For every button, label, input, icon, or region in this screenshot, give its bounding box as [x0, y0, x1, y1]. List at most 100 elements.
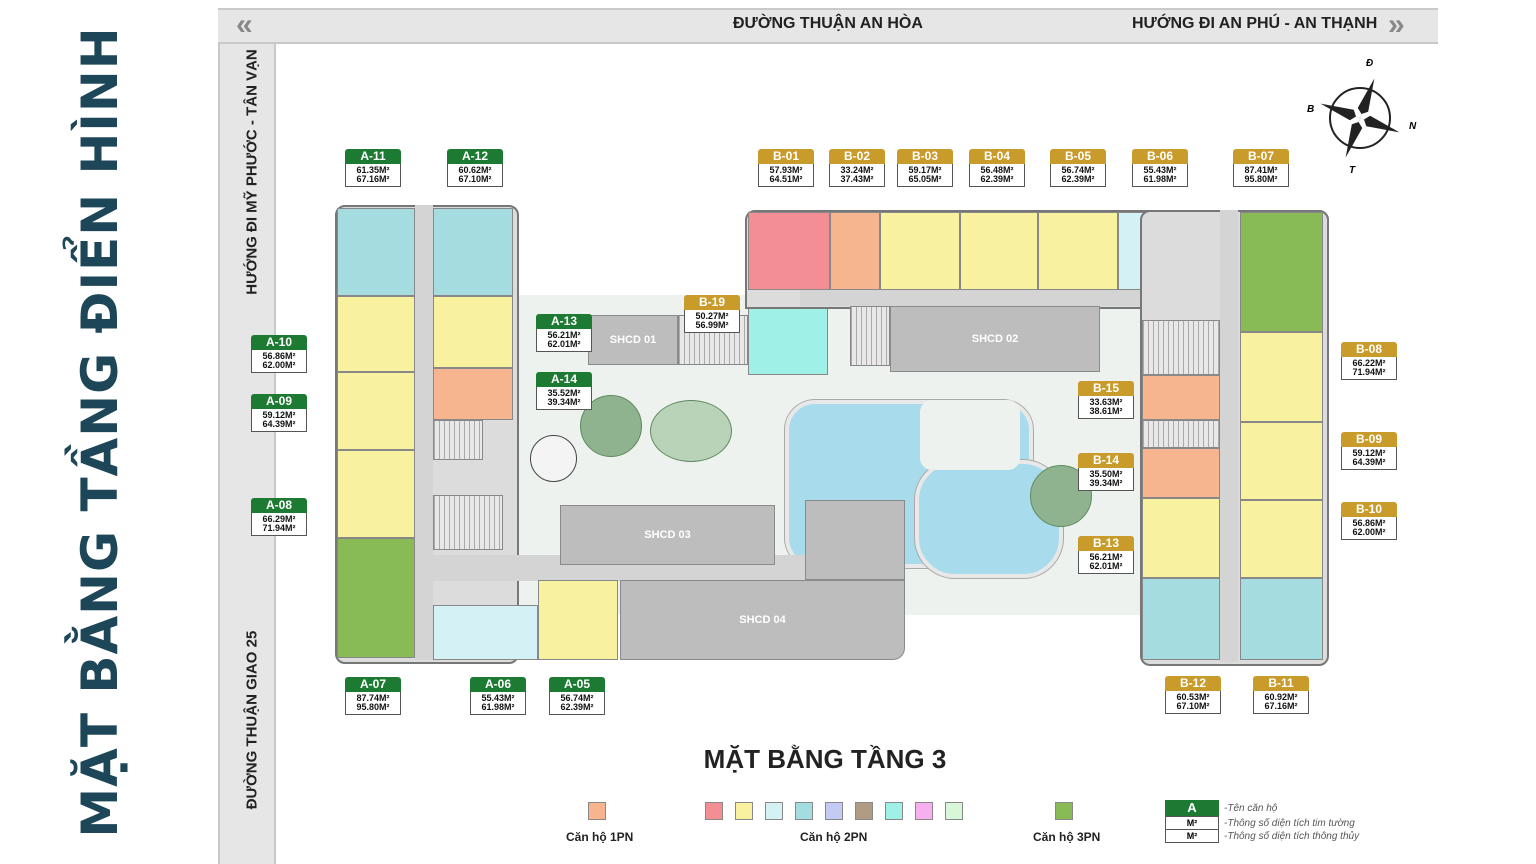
legend-swatch-2pn: [825, 802, 843, 820]
unit-a-07[interactable]: [337, 538, 415, 658]
unit-area-wall: 56.86M²: [262, 351, 296, 361]
left-road: [218, 8, 276, 864]
corridor: [415, 205, 433, 660]
unit-area-net: 37.43M²: [840, 174, 874, 184]
legend-swatch-2pn: [705, 802, 723, 820]
unit-a-14[interactable]: [433, 368, 513, 420]
unit-b-01[interactable]: [748, 212, 830, 290]
unit-b-07[interactable]: [1240, 212, 1323, 332]
unit-area-wall: 57.93M²: [769, 165, 803, 175]
unit-b-10[interactable]: [1240, 500, 1323, 578]
legend-swatch-2pn: [855, 802, 873, 820]
unit-code: B-15: [1078, 381, 1134, 396]
palm-tree-icon: [530, 435, 577, 482]
unit-area-wall: 61.35M²: [356, 165, 390, 175]
unit-code: B-13: [1078, 536, 1134, 551]
unit-area-net: 56.99M²: [695, 320, 729, 330]
legend-key: A M² M²: [1165, 800, 1219, 843]
unit-b-02[interactable]: [830, 212, 880, 290]
staircase: [433, 420, 483, 460]
unit-area-wall: 55.43M²: [1143, 165, 1177, 175]
unit-code: B-08: [1341, 342, 1397, 357]
unit-b-11[interactable]: [1240, 578, 1323, 660]
unit-area-net: 62.39M²: [980, 174, 1014, 184]
unit-b-03[interactable]: [880, 212, 960, 290]
unit-area-net: 38.61M²: [1089, 406, 1123, 416]
unit-b-09[interactable]: [1240, 422, 1323, 500]
legend-key-m1: M²: [1165, 816, 1219, 830]
unit-code: B-05: [1050, 149, 1106, 164]
unit-code: B-06: [1132, 149, 1188, 164]
legend-key-code: A: [1165, 800, 1219, 816]
legend-swatch-2pn: [945, 802, 963, 820]
unit-a-06[interactable]: [433, 605, 538, 660]
unit-b-19[interactable]: [748, 305, 828, 375]
unit-a-05[interactable]: [538, 580, 618, 660]
unit-code: B-09: [1341, 432, 1397, 447]
shcd-04: SHCD 04: [620, 580, 905, 660]
unit-area-net: 95.80M²: [1244, 174, 1278, 184]
unit-area-wall: 50.27M²: [695, 311, 729, 321]
unit-code: A-13: [536, 314, 592, 329]
unit-area-wall: 55.43M²: [481, 693, 515, 703]
road-left-lower-label: ĐƯỜNG THUẬN GIAO 25: [243, 630, 261, 810]
unit-area-net: 67.10M²: [1176, 701, 1210, 711]
unit-code: B-03: [897, 149, 953, 164]
unit-b-04[interactable]: [960, 212, 1038, 290]
unit-area-wall: 56.74M²: [1061, 165, 1095, 175]
unit-a-08[interactable]: [337, 450, 415, 538]
unit-a-10[interactable]: [337, 296, 415, 372]
chevron-right-icon: »: [1388, 8, 1405, 41]
unit-code: B-12: [1165, 676, 1221, 691]
unit-code: B-10: [1341, 502, 1397, 517]
shcd-01: SHCD 01: [588, 315, 678, 365]
legend-3pn-label: Căn hộ 3PN: [1033, 830, 1101, 844]
unit-b-13[interactable]: [1142, 498, 1220, 578]
unit-a-12[interactable]: [433, 208, 513, 296]
unit-area-wall: 33.24M²: [840, 165, 874, 175]
legend-key-m2: M²: [1165, 830, 1219, 843]
legend-1pn-label: Căn hộ 1PN: [566, 830, 634, 844]
unit-b-12[interactable]: [1142, 578, 1220, 660]
unit-code: A-06: [470, 677, 526, 692]
unit-code: B-11: [1253, 676, 1309, 691]
legend-swatch-3pn: [1055, 802, 1073, 820]
top-road: [218, 8, 1438, 44]
unit-area-net: 62.00M²: [1352, 527, 1386, 537]
shcd-02: SHCD 02: [890, 306, 1100, 372]
corridor: [1220, 210, 1238, 662]
unit-code: B-14: [1078, 453, 1134, 468]
unit-code: A-07: [345, 677, 401, 692]
unit-area-wall: 87.41M²: [1244, 165, 1278, 175]
unit-area-net: 62.39M²: [560, 702, 594, 712]
unit-a-11[interactable]: [337, 208, 415, 296]
unit-a-13[interactable]: [433, 296, 513, 368]
corridor: [800, 290, 1220, 306]
compass-west-label: B: [1307, 104, 1315, 115]
unit-code: A-12: [447, 149, 503, 164]
unit-area-wall: 33.63M²: [1089, 397, 1123, 407]
unit-area-net: 67.16M²: [1264, 701, 1298, 711]
unit-code: B-02: [829, 149, 885, 164]
unit-area-wall: 60.53M²: [1176, 692, 1210, 702]
unit-a-09[interactable]: [337, 372, 415, 450]
unit-area-net: 71.94M²: [1352, 367, 1386, 377]
unit-b-05[interactable]: [1038, 212, 1118, 290]
unit-area-net: 64.39M²: [262, 419, 296, 429]
unit-area-wall: 56.48M²: [980, 165, 1014, 175]
compass-north-label: Đ: [1366, 58, 1374, 69]
shcd-04-annex: [805, 500, 905, 580]
unit-b-15[interactable]: [1142, 375, 1220, 420]
unit-b-08[interactable]: [1240, 332, 1323, 422]
floor-title: MẶT BẰNG TẦNG 3: [703, 744, 947, 774]
unit-b-14[interactable]: [1142, 448, 1220, 498]
